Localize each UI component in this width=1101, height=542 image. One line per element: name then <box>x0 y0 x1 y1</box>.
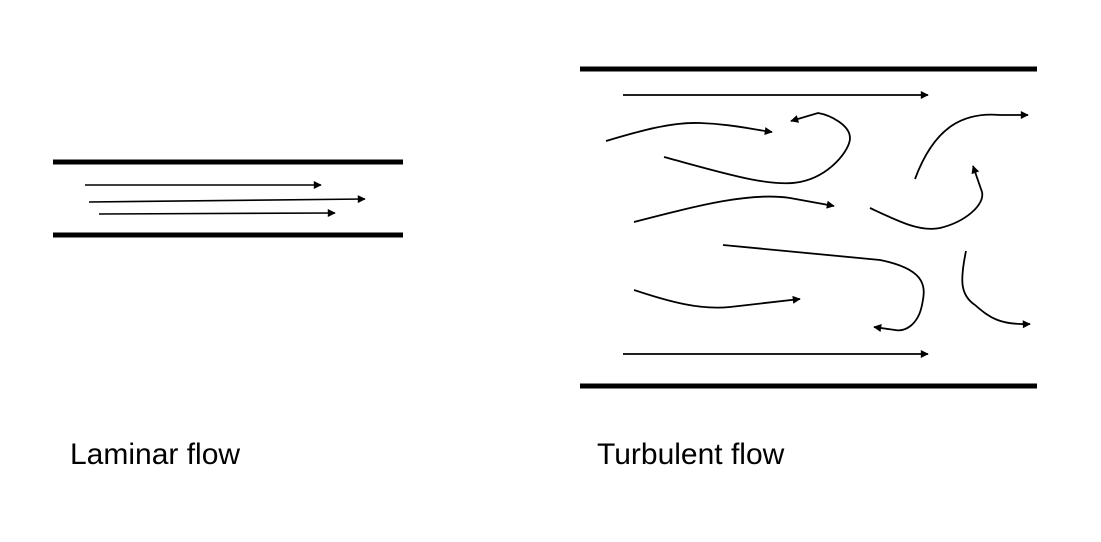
turbulent-arrow <box>605 122 773 142</box>
turbulent-arrow <box>869 165 984 230</box>
turbulent-arrow <box>914 111 1029 180</box>
turbulent-arrow <box>722 244 925 332</box>
turbulent-arrow <box>633 289 801 309</box>
laminar-arrow <box>98 209 336 218</box>
laminar-arrow <box>88 195 366 204</box>
turbulent-flow-label: Turbulent flow <box>597 438 785 471</box>
laminar-flow-label: Laminar flow <box>70 438 241 471</box>
turbulent-pipe <box>580 66 1037 389</box>
turbulent-arrow <box>961 250 1031 329</box>
turbulent-arrow <box>633 195 835 223</box>
turbulent-arrow <box>663 112 851 185</box>
laminar-pipe <box>53 159 403 238</box>
